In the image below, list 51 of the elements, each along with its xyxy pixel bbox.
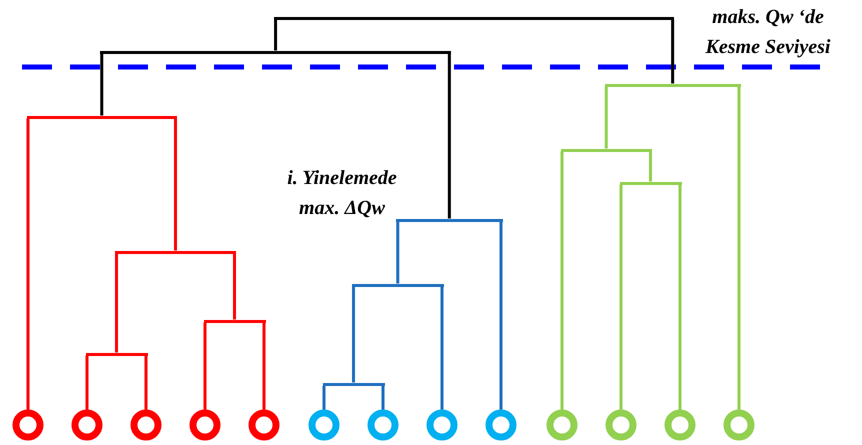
merge-bar (204, 320, 266, 322)
dendrogram-link (671, 20, 674, 84)
dendrogram-link (352, 286, 355, 382)
dendrogram-link (262, 322, 266, 410)
dendrogram-link (382, 386, 384, 410)
merge-bar (115, 250, 236, 254)
dendrogram-link (100, 54, 104, 116)
merge-bar (322, 382, 384, 386)
leaf-ring (485, 409, 517, 441)
dendrogram-link (604, 86, 608, 148)
dendrogram-link (322, 386, 326, 410)
leaf-ring (248, 409, 280, 441)
dendrogram-link (620, 184, 622, 410)
dendrogram-link (174, 118, 177, 250)
merge-bar (86, 352, 148, 356)
cut-level-note: maks. Qw ‘de Kesme Seviyesi (704, 5, 832, 60)
leaf-ring (71, 409, 103, 441)
dendrogram-link (26, 118, 30, 410)
merge-bar (274, 16, 674, 20)
dendrogram-link (440, 286, 444, 410)
leaf-ring (189, 409, 221, 441)
dendrogram-link (144, 356, 148, 410)
dendrogram-link (649, 152, 652, 182)
dendrogram-link (86, 356, 88, 410)
leaf-ring (664, 409, 696, 441)
merge-bar (352, 284, 444, 286)
dendrogram-link (396, 222, 400, 284)
merge-bar (396, 218, 502, 222)
leaf-ring (130, 409, 162, 441)
leaf-ring (605, 409, 637, 441)
dendrogram-link (115, 254, 118, 352)
leaf-ring (367, 409, 399, 441)
merge-note: i. Yinelemede max. ΔQw (286, 166, 398, 221)
leaf-ring (308, 409, 340, 441)
dendrogram-link (560, 152, 564, 410)
merge-bar (620, 182, 682, 184)
dendrogram-link (204, 322, 206, 410)
leaf-ring (546, 409, 578, 441)
dendrogram-link (500, 222, 502, 410)
dendrogram-link (274, 20, 278, 50)
dendrogram-link (233, 254, 236, 320)
leaf-ring (426, 409, 458, 441)
merge-bar (560, 148, 652, 152)
merge-bar (604, 84, 740, 86)
dendrogram-link (448, 54, 451, 218)
merge-bar (100, 50, 451, 54)
dendrogram-link (738, 86, 740, 410)
leaf-ring (723, 409, 755, 441)
dendrogram-link (678, 184, 682, 410)
leaf-ring (12, 409, 44, 441)
merge-bar (26, 116, 177, 118)
